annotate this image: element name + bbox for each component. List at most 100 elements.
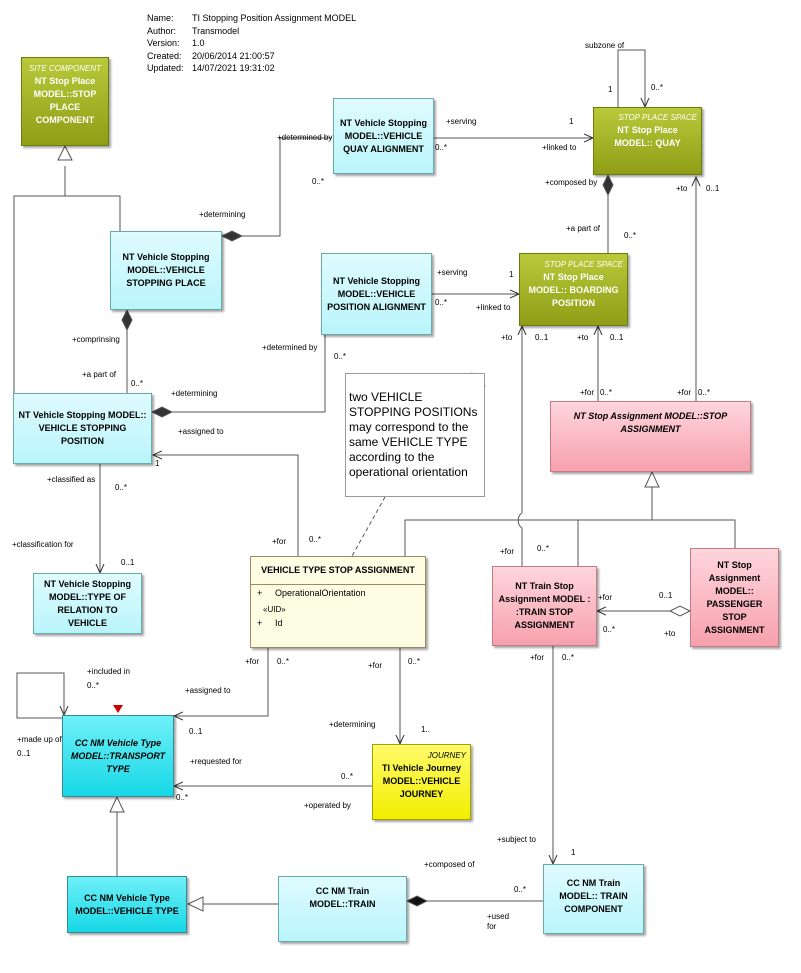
role-label: +to	[577, 333, 589, 342]
attribute-visibility: +	[257, 588, 263, 598]
multiplicity-label: 0..*	[115, 483, 128, 492]
generalisation-triangle	[644, 470, 660, 488]
multiplicity-label: 1	[569, 117, 574, 126]
multiplicity-label: 1	[509, 270, 514, 279]
multiplicity-label: 0..*	[334, 352, 347, 361]
stereotype-label: STOP PLACE SPACE	[544, 260, 623, 269]
attribute-visibility: +	[257, 618, 263, 628]
role-label: +assigned to	[185, 686, 231, 695]
meta-value: 14/07/2021 19:31:02	[192, 63, 275, 73]
role-label: +a part of	[566, 224, 601, 233]
role-label: +for	[530, 653, 545, 662]
role-label: +assigned to	[178, 427, 224, 436]
meta-key: Name:	[147, 13, 174, 23]
meta-value: TI Stopping Position Assignment MODEL	[192, 13, 357, 23]
multiplicity-label: 0..*	[312, 177, 325, 186]
multiplicity-label: 0..*	[514, 885, 527, 894]
role-label: +for	[500, 547, 515, 556]
role-label: +determining	[329, 720, 376, 729]
class-name: NT Stop Place MODEL:: QUAY	[614, 125, 681, 148]
class-quay[interactable]: STOP PLACE SPACE NT Stop Place MODEL:: Q…	[593, 107, 702, 175]
role-label: subzone of	[585, 41, 625, 50]
class-vehicle-stopping-position[interactable]: NT Vehicle Stopping MODEL:: VEHICLE STOP…	[13, 393, 152, 464]
class-name: NT Stop Assignment MODEL:: PASSENGER STO…	[704, 560, 765, 635]
meta-version-row: Version:1.0	[147, 37, 356, 50]
class-train[interactable]: CC NM Train MODEL::TRAIN	[278, 876, 407, 942]
role-label: +composed by	[545, 178, 598, 187]
multiplicity-label: 0..*	[435, 298, 448, 307]
note-link	[351, 496, 386, 557]
class-name: NT Stop Place MODEL:: BOARDING POSITION	[528, 272, 619, 308]
role-label: +for	[245, 657, 260, 666]
class-vehicle-type-stop-assignment[interactable]: VEHICLE TYPE STOP ASSIGNMENT + Operation…	[250, 556, 426, 648]
vtsa-to-transport-type	[174, 648, 269, 716]
role-label: +composed of	[424, 860, 475, 869]
multiplicity-label: 0..1	[189, 727, 203, 736]
class-name: NT Vehicle Stopping MODEL::TYPE OF RELAT…	[43, 578, 131, 628]
multiplicity-label: 0..1	[17, 749, 31, 758]
class-passenger-stop-assignment[interactable]: NT Stop Assignment MODEL:: PASSENGER STO…	[690, 548, 779, 647]
class-train-component[interactable]: CC NM Train MODEL:: TRAIN COMPONENT	[543, 864, 644, 934]
multiplicity-label: 0..*	[624, 231, 637, 240]
role-label: +to	[501, 333, 513, 342]
attribute-operational-orientation: OperationalOrientation	[275, 588, 366, 598]
red-marker-icon	[113, 705, 123, 713]
class-name: VEHICLE TYPE STOP ASSIGNMENT	[251, 557, 425, 585]
multiplicity-label: 0..*	[698, 388, 711, 397]
stereotype-label: STOP PLACE SPACE	[618, 113, 697, 122]
role-label: +to	[676, 184, 688, 193]
composition-diamond	[150, 406, 174, 418]
meta-author-row: Author: Transmodel	[147, 25, 356, 38]
role-label: +serving	[446, 117, 477, 126]
meta-value: 20/06/2014 21:00:57	[192, 50, 275, 61]
diagram-note: two VEHICLE STOPPING POSITIONs may corre…	[345, 373, 485, 497]
class-name: CC NM Train MODEL:: TRAIN COMPONENT	[559, 878, 628, 914]
multiplicity-label: 0..*	[651, 83, 664, 92]
class-vehicle-journey[interactable]: JOURNEY TI Vehicle Journey MODEL::VEHICL…	[372, 744, 471, 820]
site-component-generalisation	[13, 166, 121, 393]
multiplicity-label: 0..*	[537, 544, 550, 553]
role-label: +operated by	[304, 801, 351, 810]
class-name: NT Stop Place MODEL::STOP PLACE COMPONEN…	[33, 76, 97, 125]
meta-key: Author:	[147, 25, 177, 36]
class-stop-assignment[interactable]: NT Stop Assignment MODEL::STOP ASSIGNMEN…	[550, 401, 751, 472]
class-type-of-relation-to-vehicle[interactable]: NT Vehicle Stopping MODEL::TYPE OF RELAT…	[33, 573, 142, 634]
train-stop-assignment-to-boarding	[518, 326, 522, 566]
class-vehicle-type[interactable]: CC NM Vehicle Type MODEL::VEHICLE TYPE	[67, 876, 187, 933]
role-label: +determining	[171, 389, 218, 398]
multiplicity-label: 0..*	[309, 535, 322, 544]
multiplicity-label: 1	[608, 85, 613, 94]
class-boarding-position[interactable]: STOP PLACE SPACE NT Stop Place MODEL:: B…	[519, 253, 628, 326]
role-label: +serving	[437, 268, 468, 277]
role-label: +requested for	[190, 757, 242, 766]
role-label: +for	[598, 593, 613, 602]
multiplicity-label: 0..*	[408, 657, 421, 666]
meta-value: 1.0	[192, 38, 205, 48]
multiplicity-label: 0..*	[277, 657, 290, 666]
class-name: TI Vehicle Journey MODEL::VEHICLE JOURNE…	[381, 763, 462, 799]
role-label: +for	[677, 388, 692, 397]
class-vehicle-position-alignment[interactable]: NT Vehicle Stopping MODEL::VEHICLE POSIT…	[321, 253, 432, 335]
role-label: +for	[580, 388, 595, 397]
multiplicity-label: 0..1	[659, 591, 673, 600]
multiplicity-label: 0..*	[603, 625, 616, 634]
generalisation-triangle	[57, 144, 73, 161]
stereotype-label: SITE COMPONENT	[28, 64, 101, 73]
vtsa-to-stopping-position	[153, 455, 299, 556]
role-label: +made up of	[17, 735, 62, 744]
meta-value: Transmodel	[192, 25, 240, 36]
class-transport-type[interactable]: CC NM Vehicle Type MODEL::TRANSPORT TYPE	[62, 715, 174, 797]
class-name: CC NM Vehicle Type MODEL::TRANSPORT TYPE	[70, 737, 166, 774]
class-quay-alignment[interactable]: NT Vehicle Stopping MODEL::VEHICLE QUAY …	[333, 98, 434, 174]
class-name: NT Vehicle Stopping MODEL:: VEHICLE STOP…	[18, 410, 147, 446]
class-train-stop-assignment[interactable]: NT Train Stop Assignment MODEL : :TRAIN …	[492, 566, 597, 646]
multiplicity-label: 0..*	[435, 143, 448, 152]
class-vehicle-stopping-place[interactable]: NT Vehicle Stopping MODEL::VEHICLE STOPP…	[110, 231, 222, 310]
class-name: NT Vehicle Stopping MODEL::VEHICLE POSIT…	[327, 275, 426, 312]
composition-diamond	[405, 895, 429, 907]
role-label: +linked to	[542, 143, 577, 152]
attribute-stereotype-uid: «UID»	[263, 605, 286, 614]
class-site-component[interactable]: SITE COMPONENT NT Stop Place MODEL::STOP…	[21, 57, 109, 146]
multiplicity-label: 0..*	[600, 388, 613, 397]
